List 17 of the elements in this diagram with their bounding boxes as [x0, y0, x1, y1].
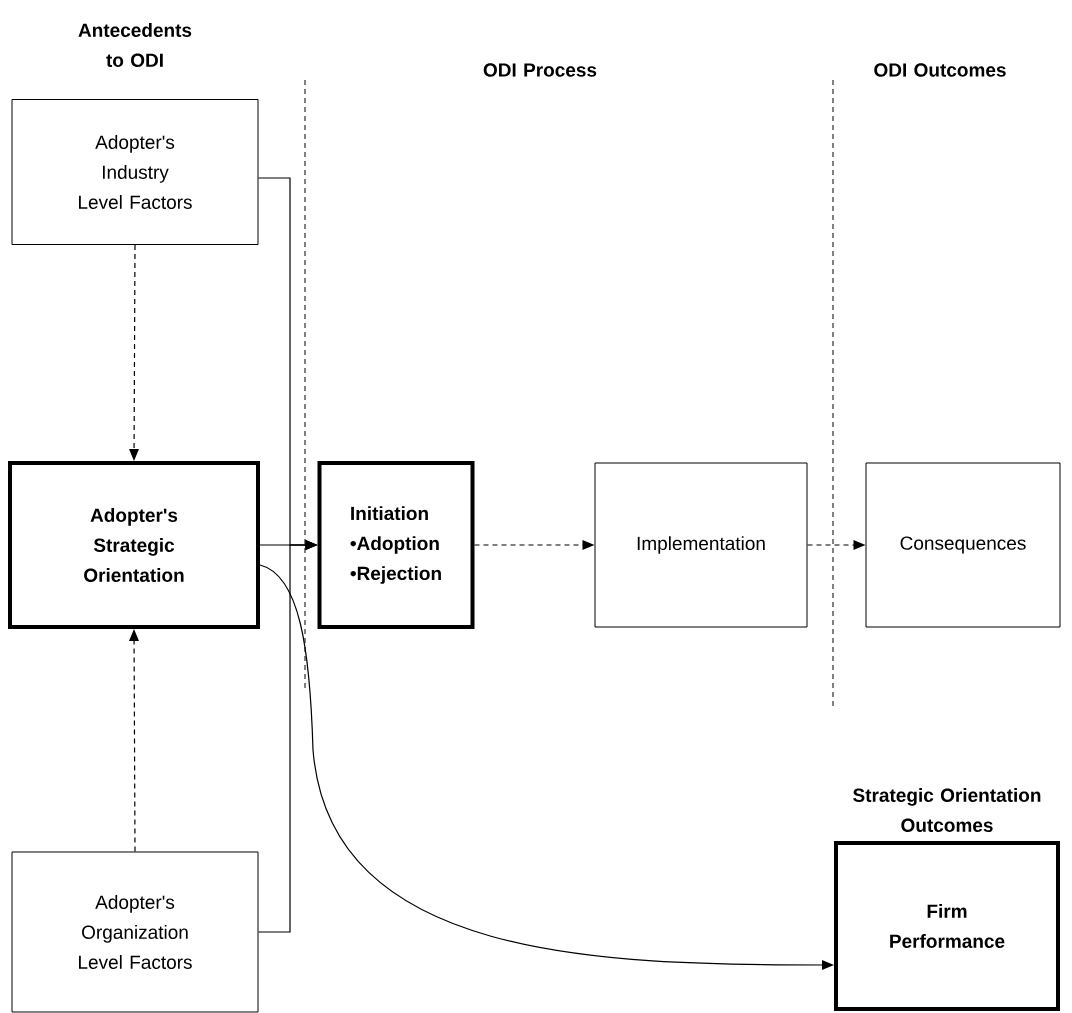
box-text: Firm Performance	[890, 904, 1005, 948]
arrow	[129, 629, 139, 853]
box-text: Consequences	[900, 536, 1026, 554]
box-text: Adopter's Industry Level Factors	[79, 135, 192, 209]
column-heading: ODI Process	[483, 63, 597, 77]
box-text: Implementation	[637, 536, 765, 554]
box-text: Adopter's Organization Level Factors	[79, 895, 192, 969]
arrow	[806, 540, 866, 550]
column-heading: Antecedents to ODI	[78, 23, 192, 67]
box-text: Initiation •Adoption •Rejection	[350, 506, 441, 584]
heading: Strategic Orientation Outcomes	[853, 788, 1041, 832]
arrow	[259, 564, 834, 970]
arrow	[473, 540, 595, 550]
arrow	[129, 244, 139, 461]
column-heading: ODI Outcomes	[874, 63, 1006, 77]
box-text: Adopter's Strategic Orientation	[84, 508, 184, 582]
arrow	[257, 540, 318, 933]
